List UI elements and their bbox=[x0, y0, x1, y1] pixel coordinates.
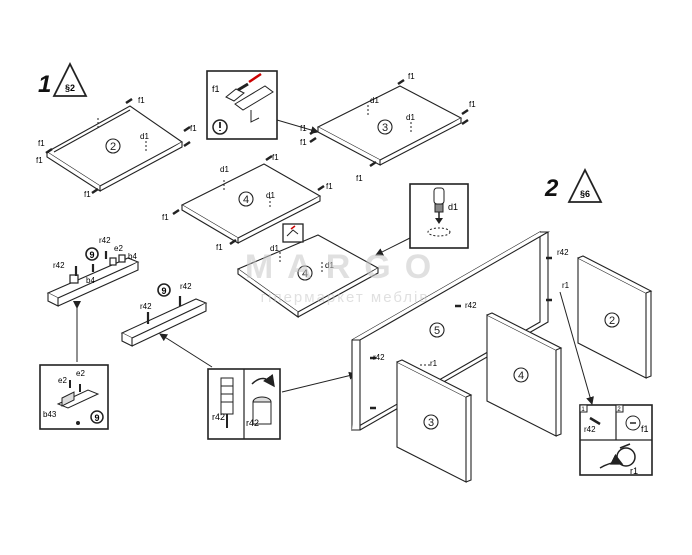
label-f1-a: f1 bbox=[138, 96, 145, 105]
label-d1-d: d1 bbox=[220, 165, 229, 174]
label-f1-m: f1 bbox=[162, 213, 169, 222]
step-1-ref-badge: §2 bbox=[52, 61, 88, 97]
label-b43: b43 bbox=[43, 410, 57, 419]
panel-3-side-label: 3 bbox=[428, 417, 434, 429]
panel-4-label-a: 4 bbox=[243, 194, 249, 206]
arrow-f1-to-panel3 bbox=[276, 119, 319, 134]
label-e2-c: e2 bbox=[58, 376, 67, 385]
badge-9-b bbox=[157, 283, 171, 297]
detail-f1-label: f1 bbox=[212, 84, 220, 94]
label-e2-b: e2 bbox=[76, 369, 85, 378]
label-f1-k: f1 bbox=[272, 153, 279, 162]
step-2-number: 2 bbox=[544, 175, 559, 202]
panel-5-label: 5 bbox=[434, 325, 440, 337]
label-d1-a: d1 bbox=[140, 132, 149, 141]
label-f1-l: f1 bbox=[326, 182, 333, 191]
label-f1-c: f1 bbox=[38, 139, 45, 148]
watermark-tagline: гіпермаркет меблів bbox=[261, 289, 430, 306]
panel-4b-dowels bbox=[279, 252, 323, 274]
panel-2-side: 2 bbox=[577, 255, 653, 379]
step-2-ref: §6 bbox=[580, 189, 590, 199]
panel-3-label: 3 bbox=[382, 122, 388, 134]
corner-2-label: 2 bbox=[617, 407, 621, 413]
label-f1-h: f1 bbox=[300, 124, 307, 133]
panel-2-dowels bbox=[45, 97, 191, 195]
step-2-ref-badge: §6 bbox=[567, 167, 603, 203]
label-b4-b: b4 bbox=[86, 276, 95, 285]
label-r42-a: r42 bbox=[99, 236, 111, 245]
label-d1-e: d1 bbox=[266, 191, 275, 200]
label-d1-c: d1 bbox=[406, 113, 415, 122]
detail-box-corner: 1 2 r42 f1 r1 bbox=[579, 404, 653, 476]
label-e2-a: e2 bbox=[114, 244, 123, 253]
panel-4-side-label: 4 bbox=[518, 370, 524, 382]
panel-4-dowels bbox=[172, 154, 325, 246]
step-1-number: 1 bbox=[38, 71, 51, 98]
panel-2-label: 2 bbox=[110, 141, 116, 153]
label-r42-e: r42 bbox=[557, 248, 569, 257]
panel-3-dowels bbox=[309, 78, 469, 168]
detail-box-d1: d1 bbox=[409, 183, 469, 249]
panel-5-fittings bbox=[370, 256, 552, 410]
label-f1-g: f1 bbox=[469, 100, 476, 109]
panel-4-label-b: 4 bbox=[302, 268, 308, 280]
label-r1-a: r1 bbox=[430, 359, 438, 368]
corner-f1-label: f1 bbox=[641, 424, 649, 434]
detail-d1-label: d1 bbox=[448, 202, 458, 212]
arrow-d1-to-panel4 bbox=[375, 237, 411, 256]
label-r42-g: r42 bbox=[373, 353, 385, 362]
board-long-fittings bbox=[69, 251, 126, 284]
label-f1-d: f1 bbox=[36, 156, 43, 165]
panel-3-side: 3 bbox=[396, 359, 473, 483]
arrow-r42-to-panel5 bbox=[281, 371, 357, 393]
label-f1-i: f1 bbox=[300, 138, 307, 147]
detail-box-r42: r42 r42 bbox=[207, 368, 281, 440]
label-f1-e: f1 bbox=[84, 190, 91, 199]
arrow-to-corner-detail bbox=[559, 291, 594, 405]
board-short bbox=[120, 298, 208, 347]
mini-detail-box bbox=[282, 223, 304, 243]
detail-r42-label-a: r42 bbox=[212, 412, 225, 422]
badge-9-a-label: 9 bbox=[89, 250, 94, 260]
label-d1-g: d1 bbox=[325, 261, 334, 270]
label-r42-b: r42 bbox=[53, 261, 65, 270]
panel-3-top: 3 bbox=[316, 85, 463, 166]
detail-r42-label-b: r42 bbox=[246, 418, 259, 428]
label-f1-n: f1 bbox=[216, 243, 223, 252]
arrow-r42-to-board bbox=[159, 333, 213, 368]
label-r1-b: r1 bbox=[562, 281, 570, 290]
board-short-fittings bbox=[146, 296, 182, 324]
panel-4-side: 4 bbox=[486, 312, 563, 437]
label-d1-f: d1 bbox=[270, 244, 279, 253]
badge-9-a bbox=[85, 247, 99, 261]
board-long bbox=[46, 257, 140, 307]
panel-4-top: 4 bbox=[180, 163, 322, 244]
panel-4-bottom: 4 bbox=[236, 234, 380, 319]
label-f1-f: f1 bbox=[408, 72, 415, 81]
warning-icon bbox=[212, 119, 228, 135]
panel-2-side-label: 2 bbox=[609, 315, 615, 327]
badge-9-b-label: 9 bbox=[161, 286, 166, 296]
corner-1-label: 1 bbox=[581, 407, 585, 413]
step-1-ref: §2 bbox=[65, 83, 75, 93]
detail-box-f1: f1 bbox=[206, 70, 278, 140]
label-r42-f: r42 bbox=[465, 301, 477, 310]
watermark-logo: MARGO bbox=[245, 248, 445, 286]
label-b4-a: b4 bbox=[128, 252, 137, 261]
panel-2-top: 2 bbox=[45, 105, 184, 193]
label-f1-b: f1 bbox=[190, 124, 197, 133]
corner-r1-label: r1 bbox=[630, 466, 638, 476]
detail-box-b43: 9 e2 e2 b43 bbox=[39, 364, 109, 430]
corner-r42-label: r42 bbox=[584, 425, 596, 434]
margo-watermark: MARGO гіпермаркет меблів bbox=[245, 248, 445, 306]
badge-9-c-label: 9 bbox=[94, 413, 99, 423]
label-r42-d: r42 bbox=[140, 302, 152, 311]
label-r42-c: r42 bbox=[180, 282, 192, 291]
label-f1-j: f1 bbox=[356, 174, 363, 183]
label-d1-b: d1 bbox=[370, 96, 379, 105]
